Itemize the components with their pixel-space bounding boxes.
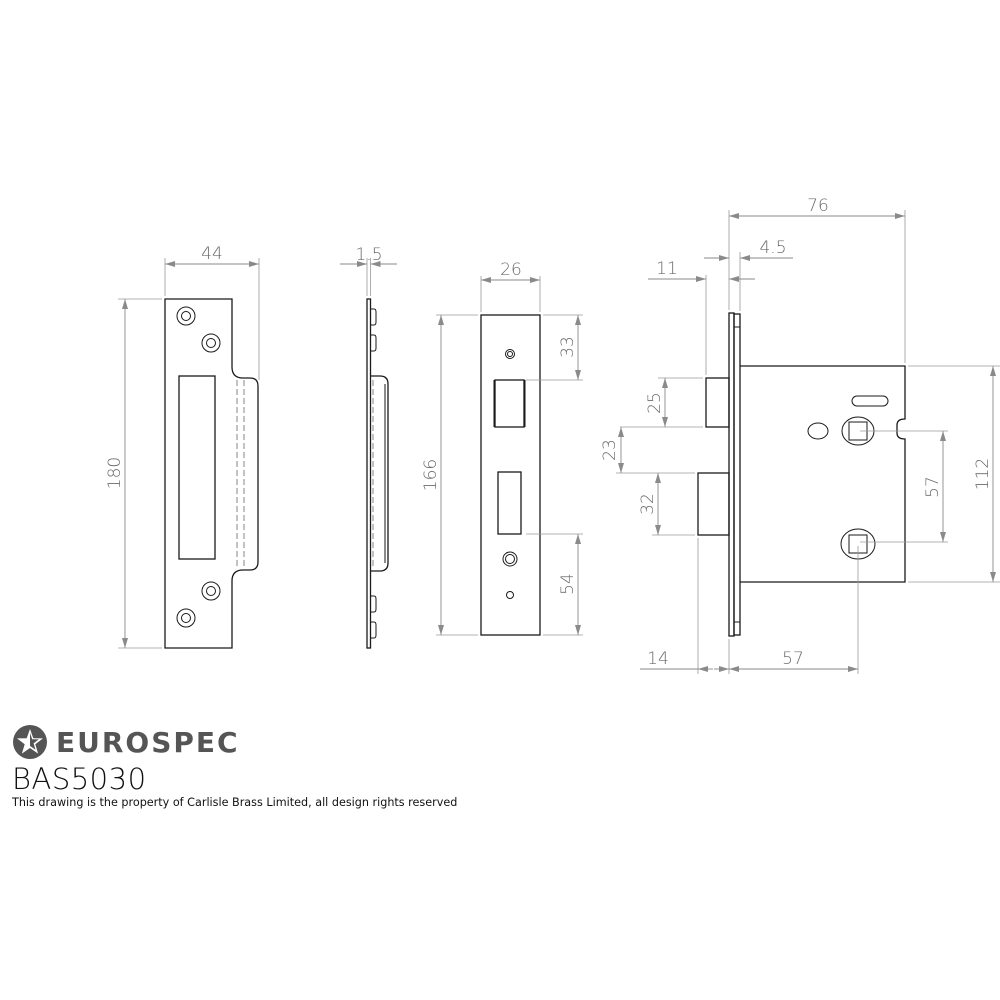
dimension-label: 76: [807, 196, 829, 216]
dimension-label: 180: [105, 457, 125, 489]
forend-front-view: 26 166 33 54: [421, 260, 583, 636]
screw-hole-icon: [201, 333, 221, 353]
dead-bolt: [697, 472, 730, 536]
strike-plate-front-view: 44 180: [105, 244, 260, 649]
dimension-label: 57: [923, 476, 943, 498]
copyright-notice: This drawing is the property of Carlisle…: [12, 796, 458, 809]
brand-name: EUROSPEC: [56, 725, 240, 759]
dimension-label: 57: [782, 649, 804, 669]
brand-logo: EUROSPEC: [12, 724, 457, 760]
fixing-hole: [807, 422, 829, 440]
slot: [851, 395, 889, 407]
dimension-label: 44: [201, 244, 223, 264]
screw-hole-icon: [176, 306, 196, 326]
dimension-label: 11: [656, 259, 678, 279]
dimension-label: 54: [558, 573, 578, 595]
screw-hole-icon: [201, 581, 221, 601]
star-circle-icon: [13, 725, 47, 759]
model-number: BAS5030: [12, 762, 147, 796]
dimension-label: 112: [973, 458, 993, 490]
lock-body-side-view: 76 4.5 11 25 23 32 14 57: [600, 196, 1000, 674]
strike-plate-side-view: 1.5: [340, 245, 397, 649]
dimension-label: 25: [645, 392, 665, 414]
dimension-label: 14: [647, 649, 669, 669]
dimension-label: 32: [638, 493, 658, 515]
dimension-label: 33: [558, 336, 578, 358]
dimension-label: 23: [600, 439, 620, 461]
title-block: EUROSPEC BAS5030 This drawing is the pro…: [12, 724, 457, 809]
bolt-opening: [497, 471, 522, 535]
dimension-label: 166: [421, 459, 441, 491]
screw-hole-icon: [176, 608, 196, 628]
dimension-label: 4.5: [759, 238, 786, 258]
latch-opening: [494, 379, 525, 428]
latch-bolt: [705, 377, 730, 428]
dimension-label: 1.5: [355, 245, 382, 265]
dimension-label: 26: [500, 260, 522, 280]
